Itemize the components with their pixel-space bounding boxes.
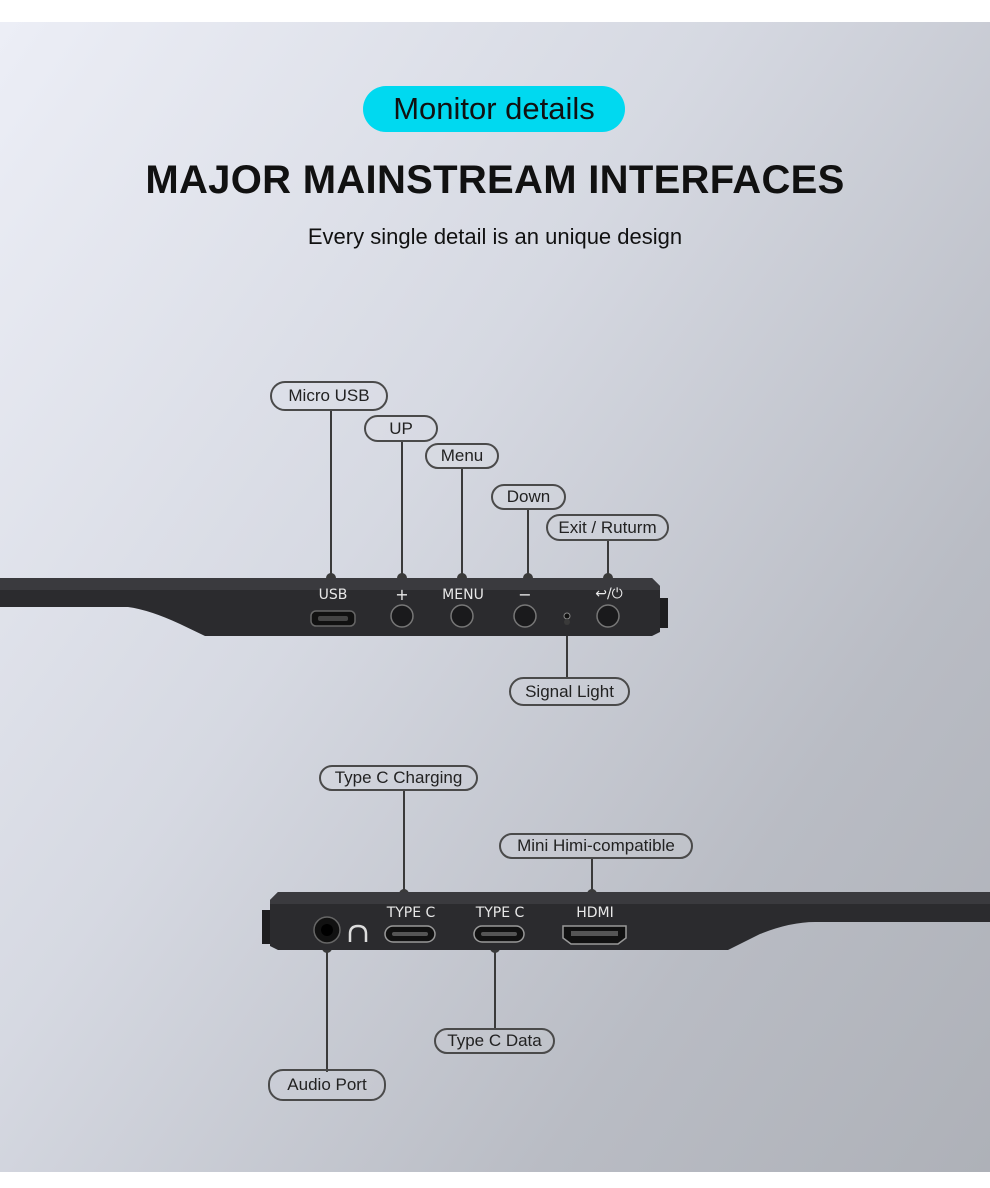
down-button — [513, 604, 537, 628]
callout-type-c-charging: Type C Charging — [319, 765, 478, 791]
callout-up: UP — [364, 415, 438, 442]
minus-print: − — [518, 585, 532, 604]
callout-signal-light: Signal Light — [509, 677, 630, 706]
menu-button — [450, 604, 474, 628]
callout-mini-hdmi: Mini Himi-compatible — [499, 833, 693, 859]
callout-micro-usb: Micro USB — [270, 381, 388, 411]
hdmi-print: HDMI — [576, 905, 614, 921]
up-button — [390, 604, 414, 628]
signal-light — [563, 612, 571, 620]
callout-exit-return: Exit / Ruturm — [546, 514, 669, 541]
callout-menu: Menu — [425, 443, 499, 469]
monitor-bottom-edge — [262, 892, 990, 950]
callout-down: Down — [491, 484, 566, 510]
section-badge: Monitor details — [363, 86, 625, 132]
type-c-print-1: TYPE C — [386, 905, 436, 921]
callout-audio-port: Audio Port — [268, 1069, 386, 1101]
usb-print: USB — [318, 587, 348, 603]
page-subtitle: Every single detail is an unique design — [307, 224, 683, 249]
plus-print: + — [395, 585, 409, 604]
callout-type-c-data: Type C Data — [434, 1028, 555, 1054]
type-c-print-2: TYPE C — [475, 905, 525, 921]
power-print: ↩/⏻ — [595, 586, 623, 602]
monitor-top-edge — [0, 578, 668, 636]
page-title: MAJOR MAINSTREAM INTERFACES — [145, 158, 845, 202]
menu-print: MENU — [442, 587, 484, 603]
power-button — [596, 604, 620, 628]
headphone-icon — [348, 924, 368, 942]
